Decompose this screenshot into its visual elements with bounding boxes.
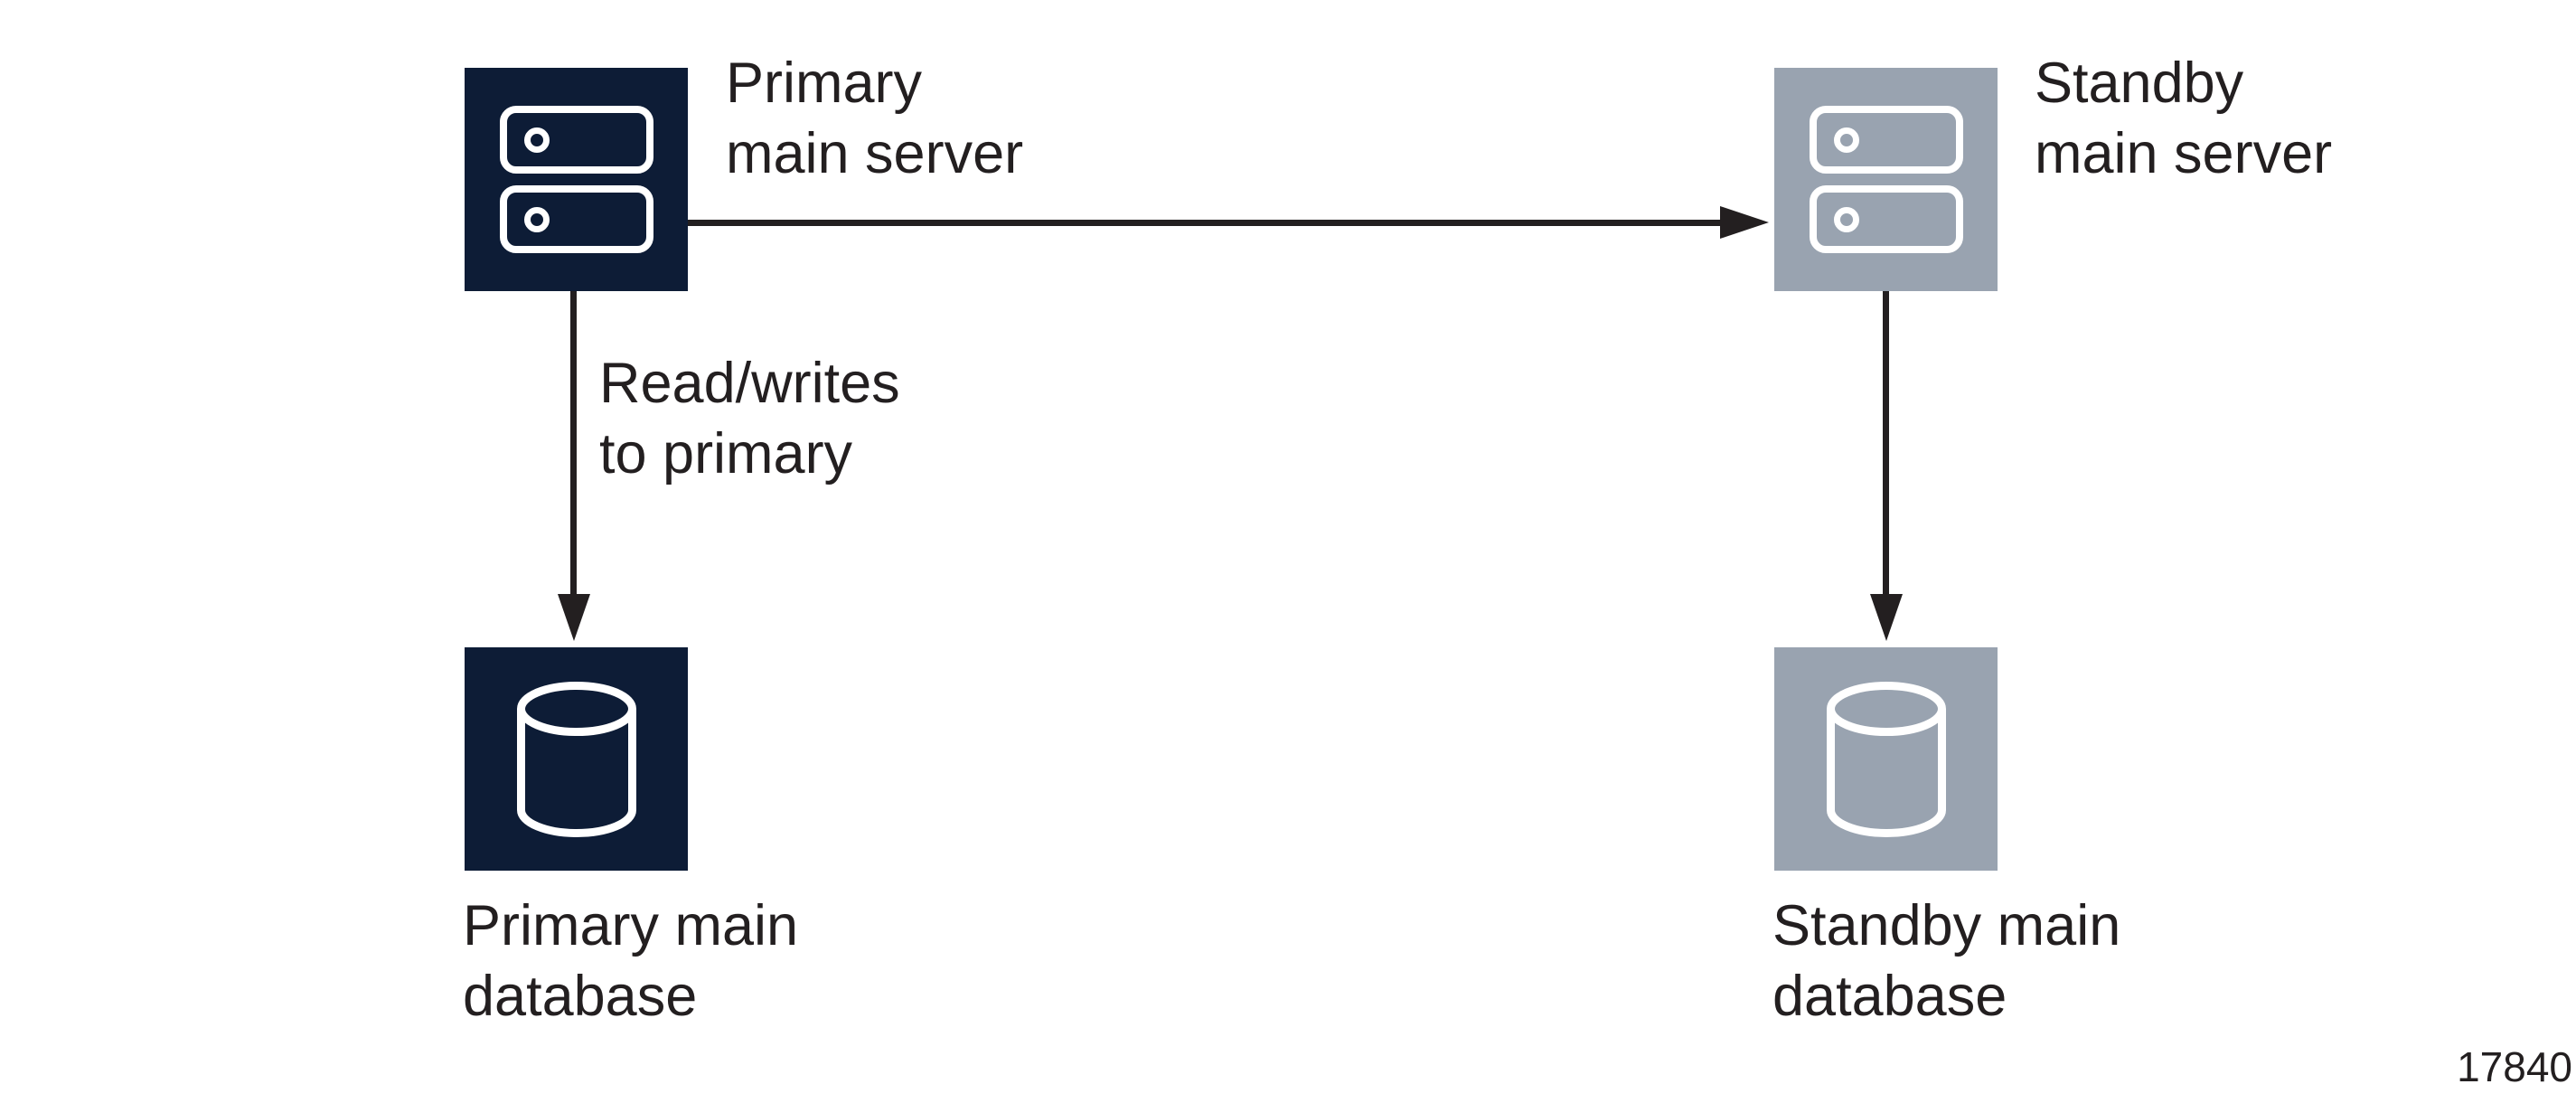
label-read-writes: Read/writes to primary — [599, 352, 900, 486]
server-icon — [1809, 106, 1963, 253]
database-icon — [1826, 681, 1946, 837]
label-primary-database: Primary main database — [463, 894, 799, 1028]
arrow-line-replication — [688, 220, 1720, 226]
arrow-line-standby-readwrite — [1883, 291, 1889, 597]
database-icon — [516, 681, 636, 837]
arrowhead-right-icon — [1720, 206, 1769, 239]
node-standby-database — [1774, 647, 1998, 871]
label-primary-server: Primary main server — [726, 52, 1024, 185]
arrowhead-down-icon — [1870, 594, 1903, 641]
label-standby-server: Standby main server — [2035, 52, 2333, 185]
arrow-line-primary-readwrite — [570, 291, 577, 597]
server-icon — [499, 106, 653, 253]
label-standby-database: Standby main database — [1772, 894, 2121, 1028]
node-primary-server — [465, 68, 688, 291]
arrowhead-down-icon — [558, 594, 590, 641]
node-standby-server — [1774, 68, 1998, 291]
node-primary-database — [465, 647, 688, 871]
figure-number: 17840 — [2457, 1043, 2572, 1090]
